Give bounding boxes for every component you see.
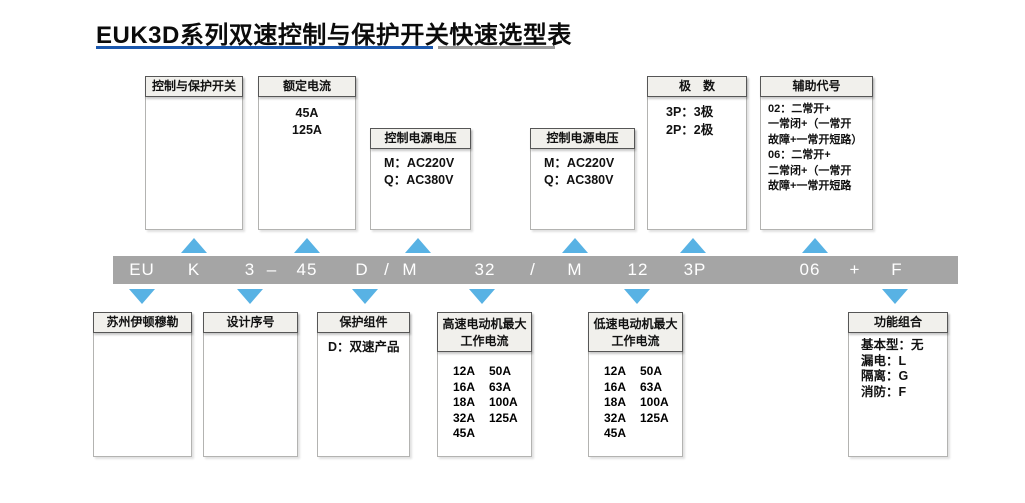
box-line: 一常闭+（一常开 bbox=[768, 118, 852, 131]
arrow-down-icon bbox=[882, 289, 908, 304]
box-header: 控制电源电压 bbox=[370, 128, 471, 149]
box-line: 故障+一常开短路 bbox=[768, 180, 852, 193]
box-line: 故障+一常开短路） bbox=[768, 133, 863, 146]
box-line: 漏电：L bbox=[861, 353, 907, 368]
arrow-up-icon bbox=[294, 238, 320, 253]
model-segment: F bbox=[891, 260, 903, 279]
model-segment: 3 bbox=[244, 260, 256, 279]
model-segment: / bbox=[530, 260, 536, 279]
arrow-up-icon bbox=[802, 238, 828, 253]
box-line: Q：AC380V bbox=[384, 173, 454, 187]
model-segment: 06 bbox=[799, 260, 821, 279]
box-line: 二常闭+（一常开 bbox=[768, 164, 852, 177]
bottom-box-design-serial: 设计序号 bbox=[203, 312, 298, 457]
box-header: 苏州伊顿穆勒 bbox=[93, 312, 192, 333]
arrow-down-icon bbox=[237, 289, 263, 304]
top-box-control-protection-switch: 控制与保护开关 bbox=[145, 76, 243, 230]
title-underline-blue bbox=[96, 46, 433, 49]
box-header: 设计序号 bbox=[203, 312, 298, 333]
box-header-line: 低速电动机最大 bbox=[593, 317, 678, 331]
box-line: 06：二常开+ bbox=[768, 149, 831, 162]
page-title: EUK3D系列双速控制与保护开关快速选型表 bbox=[96, 22, 572, 49]
box-line: 3P：3极 bbox=[666, 105, 714, 119]
arrow-down-icon bbox=[624, 289, 650, 304]
box-header-line: 工作电流 bbox=[460, 334, 509, 348]
box-body: 45A 125A bbox=[259, 97, 355, 139]
bottom-box-brand: 苏州伊顿穆勒 bbox=[93, 312, 192, 457]
box-header: 控制电源电压 bbox=[530, 128, 635, 149]
model-segment: 45 bbox=[296, 260, 318, 279]
model-segment: M bbox=[402, 260, 418, 279]
arrow-up-icon bbox=[405, 238, 431, 253]
box-line: M：AC220V bbox=[544, 156, 615, 170]
current-row: 45A bbox=[453, 426, 476, 440]
model-segment: EU bbox=[129, 260, 155, 279]
arrow-up-icon bbox=[181, 238, 207, 253]
top-box-poles: 极 数 3P：3极 2P：2极 bbox=[647, 76, 747, 230]
top-box-control-voltage-1: 控制电源电压 M：AC220V Q：AC380V bbox=[370, 128, 471, 230]
box-line: Q：AC380V bbox=[544, 173, 614, 187]
top-box-control-voltage-2: 控制电源电压 M：AC220V Q：AC380V bbox=[530, 128, 635, 230]
box-body: D：双速产品 bbox=[318, 333, 409, 356]
box-line: 基本型：无 bbox=[861, 338, 924, 352]
box-line: D：双速产品 bbox=[328, 340, 400, 354]
box-line: 隔离：G bbox=[861, 369, 909, 384]
model-code-bar: EU K 3 – 45 D / M 32 / M 12 3P 06 + F bbox=[113, 256, 958, 284]
box-body: M：AC220V Q：AC380V bbox=[531, 149, 634, 189]
box-header: 高速电动机最大 工作电流 bbox=[437, 312, 532, 352]
title-underline-gray bbox=[438, 46, 555, 49]
box-line: 2P：2极 bbox=[666, 123, 714, 137]
box-body: 02：二常开+ 一常闭+（一常开 故障+一常开短路） 06：二常开+ 二常闭+（… bbox=[761, 97, 872, 194]
model-segment: D bbox=[355, 260, 369, 279]
box-line: 125A bbox=[292, 123, 322, 137]
box-line: 45A bbox=[295, 106, 319, 120]
box-body: 基本型：无 漏电：L 隔离：G 消防：F bbox=[849, 333, 947, 400]
top-box-rated-current: 额定电流 45A 125A bbox=[258, 76, 356, 230]
arrow-down-icon bbox=[129, 289, 155, 304]
box-header-line: 工作电流 bbox=[611, 334, 660, 348]
model-segment: K bbox=[187, 260, 201, 279]
box-line: M：AC220V bbox=[384, 156, 455, 170]
box-header-line: 高速电动机最大 bbox=[442, 317, 527, 331]
box-header: 功能组合 bbox=[848, 312, 948, 333]
arrow-down-icon bbox=[352, 289, 378, 304]
box-header: 控制与保护开关 bbox=[145, 76, 243, 97]
model-segment: – bbox=[266, 260, 278, 279]
box-header: 低速电动机最大 工作电流 bbox=[588, 312, 683, 352]
top-box-auxiliary-code: 辅助代号 02：二常开+ 一常闭+（一常开 故障+一常开短路） 06：二常开+ … bbox=[760, 76, 873, 230]
box-header: 极 数 bbox=[647, 76, 747, 97]
arrow-up-icon bbox=[562, 238, 588, 253]
box-body: M：AC220V Q：AC380V bbox=[371, 149, 470, 189]
current-row: 45A bbox=[604, 426, 627, 440]
box-header: 辅助代号 bbox=[760, 76, 873, 97]
bottom-box-protection-module: 保护组件 D：双速产品 bbox=[317, 312, 410, 457]
model-segment: 3P bbox=[683, 260, 707, 279]
arrow-down-icon bbox=[469, 289, 495, 304]
model-segment: 32 bbox=[474, 260, 496, 279]
box-line: 02：二常开+ bbox=[768, 103, 831, 115]
box-body: 3P：3极 2P：2极 bbox=[648, 97, 746, 139]
bottom-box-function-combo: 功能组合 基本型：无 漏电：L 隔离：G 消防：F bbox=[848, 312, 948, 457]
box-header: 保护组件 bbox=[317, 312, 410, 333]
box-line: 消防：F bbox=[861, 384, 907, 399]
model-segment: + bbox=[849, 260, 861, 279]
model-segment: / bbox=[384, 260, 390, 279]
box-header: 额定电流 bbox=[258, 76, 356, 97]
model-segment: M bbox=[567, 260, 583, 279]
model-segment: 12 bbox=[627, 260, 649, 279]
arrow-up-icon bbox=[680, 238, 706, 253]
